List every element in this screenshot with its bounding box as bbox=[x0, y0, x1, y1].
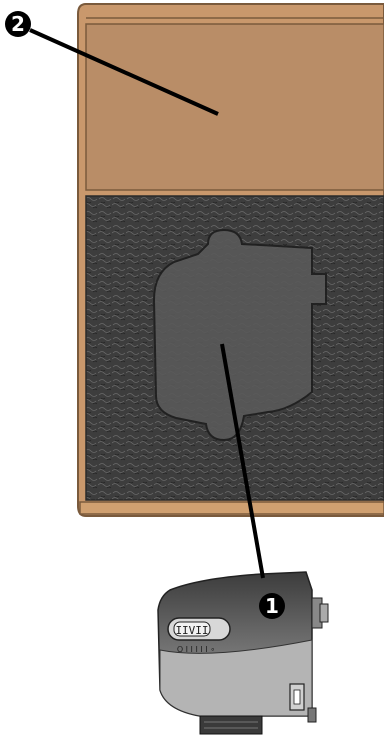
case-lid bbox=[85, 17, 384, 191]
callout-1-leader bbox=[220, 343, 265, 579]
callout-2-leader bbox=[29, 28, 219, 116]
callout-1-badge: 1 bbox=[259, 593, 285, 619]
foam-cutout-icon bbox=[152, 228, 327, 442]
callout-1-number: 1 bbox=[265, 594, 279, 618]
callout-2-number: 2 bbox=[11, 12, 25, 36]
svg-text:IIVII: IIVII bbox=[175, 624, 208, 637]
svg-text:O I I I I I ∘: O I I I I I ∘ bbox=[177, 645, 215, 654]
carrying-case bbox=[77, 3, 384, 517]
foam-insert bbox=[85, 195, 384, 501]
callout-2-badge: 2 bbox=[5, 11, 31, 37]
camera-device-icon: IIVII O I I I I I ∘ bbox=[157, 571, 329, 735]
